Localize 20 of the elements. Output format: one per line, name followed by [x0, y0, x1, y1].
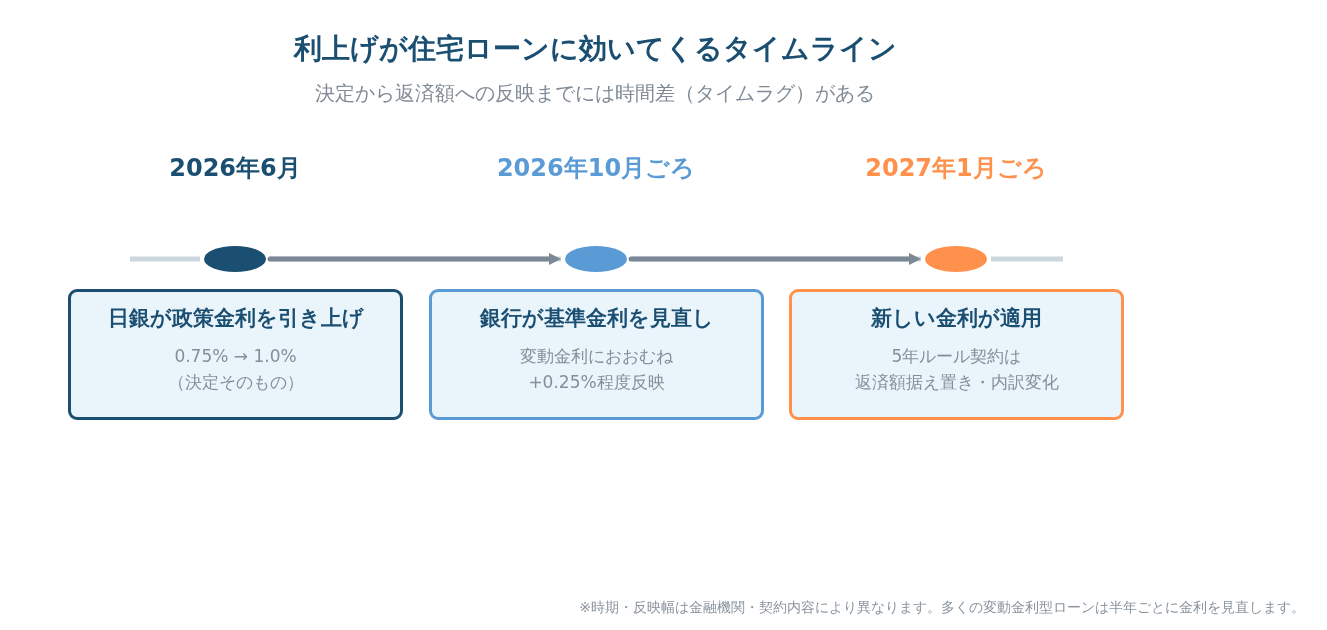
card-text: 0.75% → 1.0%（決定そのもの） [166, 345, 305, 394]
footnote: ※時期・反映幅は金融機関・契約内容により異なります。多くの変動金利型ローンは半年ごとに金利を見直します。 [579, 598, 1305, 616]
date-label: 2026年10月ごろ [496, 153, 696, 183]
event-card [68, 289, 403, 420]
title: 利上げが住宅ローンに効いてくるタイムライン [293, 31, 897, 67]
arrow [628, 253, 921, 265]
subtitle: 決定から返済額への反映までには時間差（タイムラグ）がある [315, 80, 875, 106]
date-label: 2026年6月 [169, 153, 301, 183]
card-text: 5年ルール契約は返済額据え置き・内訳変化 [853, 345, 1060, 394]
timeline-dot [925, 246, 987, 272]
timeline-dot [565, 246, 627, 272]
timeline-dot [204, 246, 266, 272]
arrow [267, 253, 561, 265]
event-card [429, 289, 764, 420]
card-text: 変動金利におおむね+0.25%程度反映 [519, 345, 674, 394]
card-heading: 銀行が基準金利を見直し [479, 305, 714, 332]
card-heading: 日銀が政策金利を引き上げ [107, 305, 364, 332]
event-card [789, 289, 1124, 420]
date-label: 2027年1月ごろ [865, 153, 1047, 183]
card-heading: 新しい金利が適用 [871, 305, 1042, 332]
